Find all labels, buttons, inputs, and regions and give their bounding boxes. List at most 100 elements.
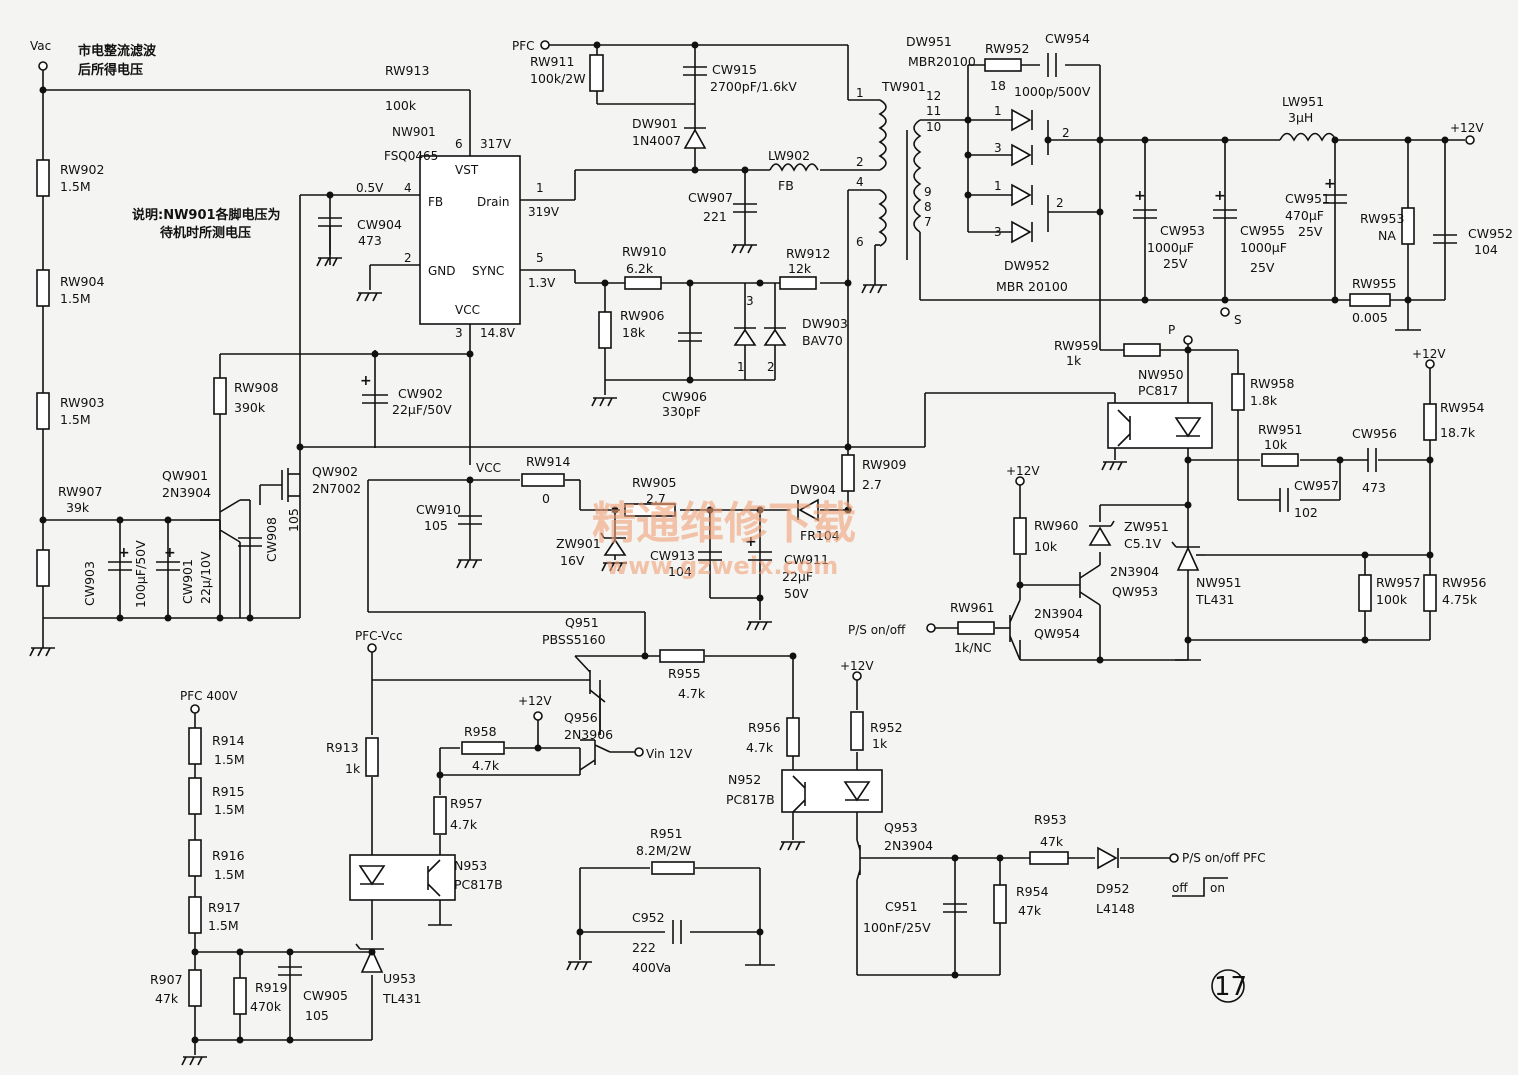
- label-r915: R915: [212, 784, 245, 799]
- label-qw954: QW954: [1034, 626, 1080, 641]
- label-rw911: RW911: [530, 54, 574, 69]
- value-cw910: 105: [424, 518, 448, 533]
- resistor-r914: [188, 727, 202, 765]
- capacitor-cw952: [1433, 234, 1457, 244]
- value-cw915: 2700pF/1.6kV: [710, 79, 797, 94]
- capacitor-cw908: [238, 537, 262, 547]
- label-r953: R953: [1034, 812, 1067, 827]
- p12v-terminal-top: [1465, 135, 1475, 145]
- label-r957: R957: [450, 796, 483, 811]
- dw951-pin2: 2: [1062, 126, 1070, 140]
- label-dw951: DW951: [906, 34, 952, 49]
- ic-pin-drain: Drain: [477, 195, 509, 209]
- text-layer: Vac 市电整流滤波 后所得电压 说明:NW901各脚电压为 待机时所测电压 P…: [30, 31, 1513, 1023]
- label-on: on: [1210, 881, 1225, 895]
- value-rw959: 1k: [1066, 353, 1082, 368]
- value-rw908: 390k: [234, 400, 266, 415]
- label-cw906: CW906: [662, 389, 707, 404]
- value-rw903: 1.5M: [60, 412, 91, 427]
- vac-terminal: [38, 61, 48, 71]
- net-12v-r952: +12V: [840, 659, 874, 673]
- tw901-pin10: 10: [926, 120, 941, 134]
- label-u953: U953: [383, 971, 416, 986]
- tw901-pin8: 8: [924, 200, 932, 214]
- label-cw901: CW901: [180, 559, 195, 604]
- label-cw957: CW957: [1294, 478, 1339, 493]
- label-rw912: RW912: [786, 246, 830, 261]
- ic-pin1: 1: [536, 181, 544, 195]
- optocoupler-nw950: [1107, 402, 1213, 449]
- optocoupler-n953: [349, 854, 456, 901]
- label-rw905: RW905: [632, 475, 676, 490]
- inductor-lw951: [1279, 132, 1337, 142]
- label-rw910: RW910: [622, 244, 666, 259]
- value2-cw951: 25V: [1298, 224, 1323, 239]
- value-n953: PC817B: [454, 877, 503, 892]
- value-lw902: FB: [778, 178, 794, 193]
- net-vin12: Vin 12V: [646, 747, 693, 761]
- pfc-vcc-terminal: [367, 643, 377, 653]
- ic-pin6: 6: [455, 137, 463, 151]
- value-r955: 4.7k: [678, 686, 706, 701]
- value-cw907: 221: [703, 209, 727, 224]
- label-zw951: ZW951: [1124, 519, 1169, 534]
- value-dw951: MBR20100: [908, 54, 976, 69]
- ic-pin-sync: SYNC: [472, 264, 504, 278]
- label-dw901: DW901: [632, 116, 678, 131]
- p12v-terminal-r952: [852, 671, 862, 681]
- page-number: 17: [1214, 972, 1247, 1002]
- net-ps-onoff: P/S on/off: [848, 623, 906, 637]
- value-cw904: 473: [358, 233, 382, 248]
- ic-pin5: 5: [536, 251, 544, 265]
- resistor-rw907: [36, 549, 50, 587]
- value-dw904: FR104: [800, 528, 840, 543]
- ic-v1: 319V: [528, 205, 560, 219]
- ic-pin-vst: VST: [455, 163, 479, 177]
- resistor-rw906: [598, 311, 612, 349]
- value-q953: 2N3904: [884, 838, 933, 853]
- onoff-waveform: [1172, 877, 1228, 897]
- label-d952: D952: [1096, 881, 1129, 896]
- label-rw953: RW953: [1360, 211, 1404, 226]
- ic-pin-fb: FB: [428, 195, 443, 209]
- note-pins-line1: 说明:NW901各脚电压为: [132, 207, 281, 223]
- label-q953: Q953: [884, 820, 918, 835]
- value-cw953: 1000μF: [1147, 240, 1194, 255]
- value-q951: PBSS5160: [542, 632, 606, 647]
- capacitor-cw951: [1323, 194, 1347, 204]
- net-vac: Vac: [30, 39, 51, 53]
- resistor-r915: [188, 777, 202, 815]
- label-rw902: RW902: [60, 162, 104, 177]
- value-cw955: 1000μF: [1240, 240, 1287, 255]
- value-rw960: 10k: [1034, 539, 1058, 554]
- ic-pin3: 3: [455, 326, 463, 340]
- label-rw908: RW908: [234, 380, 278, 395]
- tw901-pin4: 4: [856, 175, 864, 189]
- p12v-terminal-q956: [533, 711, 543, 721]
- tl431-u953: [355, 943, 384, 973]
- label-rw955: RW955: [1352, 276, 1396, 291]
- note-pins-line2: 待机时所测电压: [159, 225, 251, 241]
- label-n952: N952: [728, 772, 761, 787]
- plus-mark: +: [118, 545, 130, 561]
- ground-symbol: [181, 1056, 207, 1066]
- tw901-pin9: 9: [924, 185, 932, 199]
- value-zw951: C5.1V: [1124, 536, 1162, 551]
- value-cw952: 104: [1474, 242, 1498, 257]
- ground-symbol: [591, 397, 617, 407]
- value-qw902: 2N7002: [312, 481, 361, 496]
- label-r955: R955: [668, 666, 701, 681]
- label-rw951: RW951: [1258, 422, 1302, 437]
- ic-name: NW901: [392, 125, 436, 139]
- tw901-pin6: 6: [856, 235, 864, 249]
- label-r919: R919: [255, 980, 288, 995]
- label-dw904: DW904: [790, 482, 836, 497]
- capacitor-cw907: [733, 203, 757, 213]
- label-lw902: LW902: [768, 148, 810, 163]
- diode-dw903-b: [763, 327, 787, 346]
- resistor-rw912: [779, 276, 817, 290]
- ground-symbol: [566, 961, 592, 971]
- capacitor-cw904: [318, 217, 342, 255]
- label-cw907: CW907: [688, 190, 733, 205]
- resistor-rw960: [1013, 517, 1027, 555]
